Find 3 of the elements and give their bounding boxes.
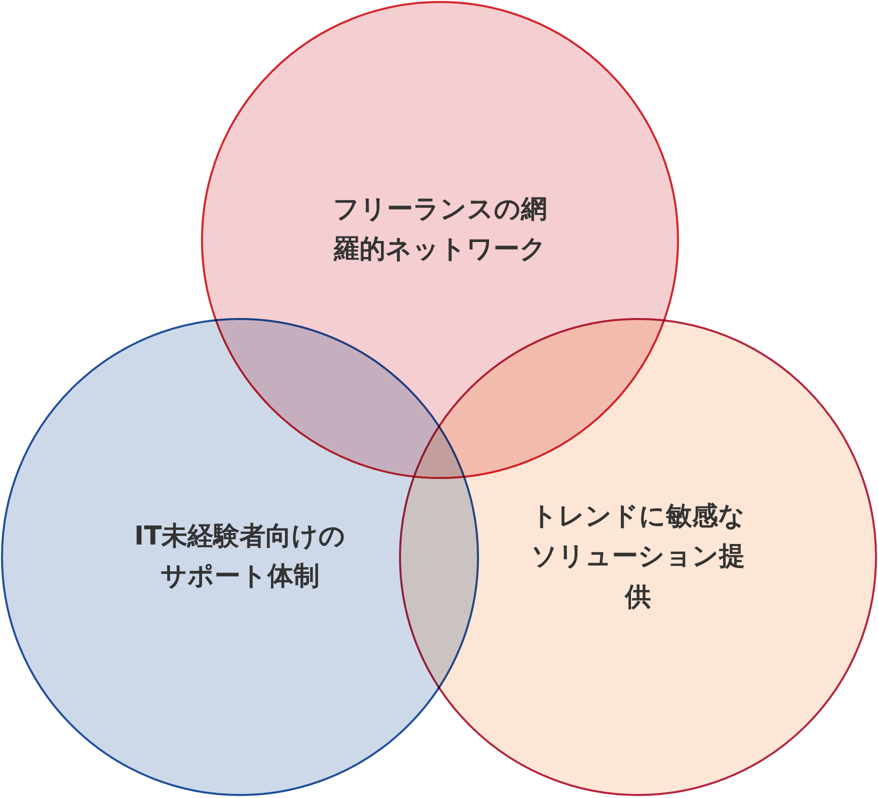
circle-label: フリーランスの網羅的ネットワーク: [332, 194, 548, 267]
circle-label: トレンドに敏感なソリューション提供: [530, 500, 746, 614]
circle-label: IT未経験者向けのサポート体制: [133, 520, 347, 594]
